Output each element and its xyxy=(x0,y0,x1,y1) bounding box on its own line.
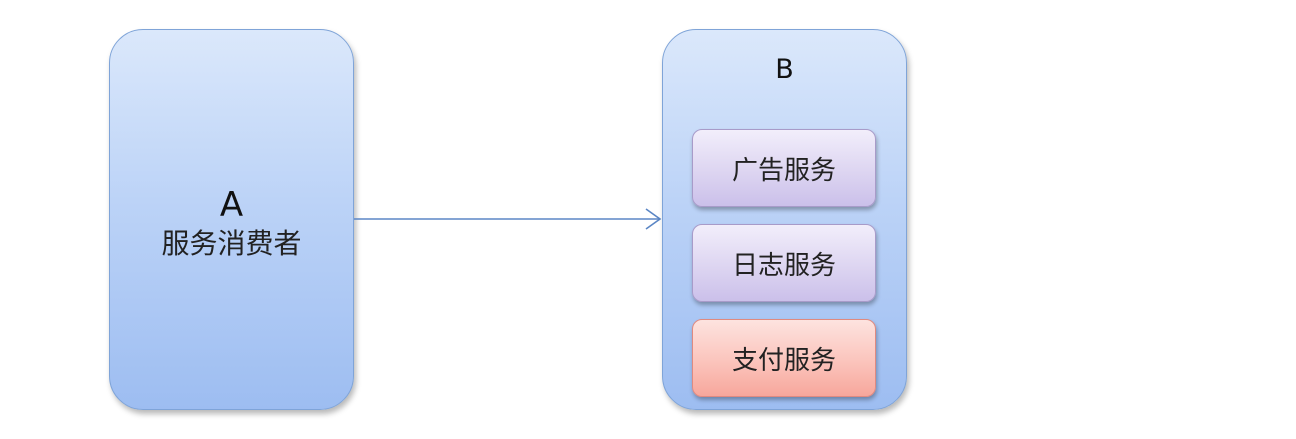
node-a-label: 服务消费者 xyxy=(161,226,302,260)
payment-service-label: 支付服务 xyxy=(731,345,836,376)
log-service-label: 日志服务 xyxy=(731,250,836,281)
provider-node-b: B 广告服务 日志服务 支付服务 xyxy=(662,29,907,410)
node-a-letter: A xyxy=(219,184,244,225)
consumer-node-a: A 服务消费者 xyxy=(109,29,354,410)
ad-service-label: 广告服务 xyxy=(731,155,836,186)
ad-service-box: 广告服务 xyxy=(692,129,876,207)
payment-service-box: 支付服务 xyxy=(692,319,876,397)
log-service-box: 日志服务 xyxy=(692,224,876,302)
arrow-head xyxy=(645,208,662,230)
node-b-letter: B xyxy=(775,54,794,85)
